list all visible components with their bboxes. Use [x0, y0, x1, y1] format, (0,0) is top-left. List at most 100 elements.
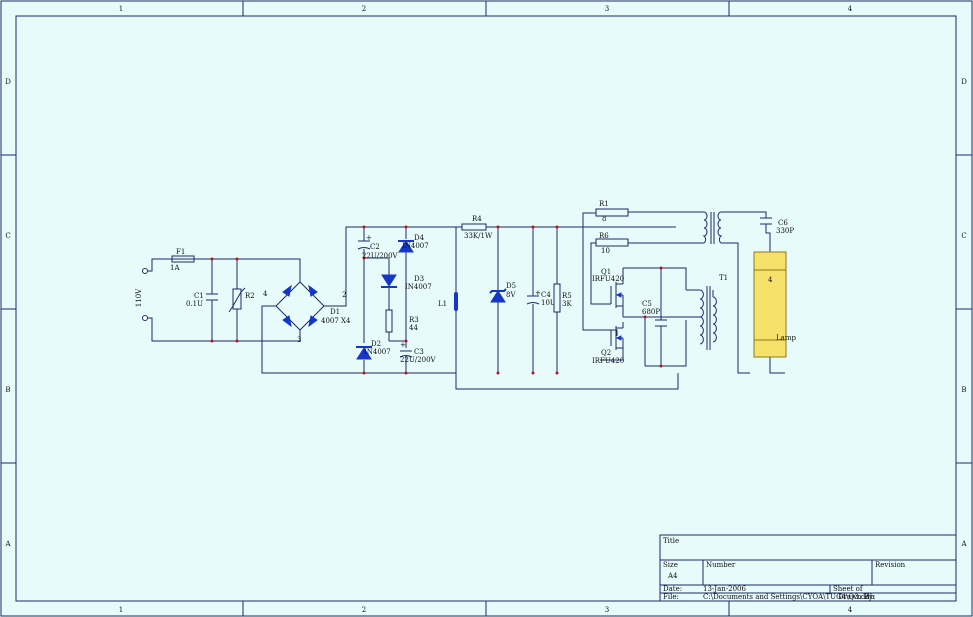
c6-ref: C6 [778, 219, 788, 227]
lamp-pin: 4 [768, 276, 773, 284]
capacitor-c5 [655, 319, 667, 327]
capacitor-c4 [526, 295, 540, 305]
diode-d4 [398, 240, 414, 253]
diode-d2 [356, 346, 372, 360]
c2-value: 22U/200V [362, 252, 399, 260]
input-terminals [142, 268, 148, 321]
r4-ref: R4 [472, 215, 482, 223]
zone-col-4-bottom: 4 [848, 606, 853, 614]
r1-value: 8 [602, 215, 606, 223]
junctions [210, 225, 663, 375]
d2-value: IN4007 [364, 348, 391, 356]
capacitor-c6 [760, 217, 772, 228]
c2-ref: C2 [370, 243, 380, 251]
bridge-pin-bottom: 3 [297, 336, 301, 344]
resistor-r6 [595, 238, 629, 247]
zone-col-3-top: 3 [605, 5, 609, 13]
c2-plus: + [366, 234, 372, 242]
resistor-r3 [385, 309, 393, 333]
bridge-rectifier-d1 [275, 281, 325, 331]
bridge-pin-right: 2 [342, 291, 346, 299]
r4-value: 33K/1W [464, 232, 493, 240]
file-label: File: [663, 593, 679, 601]
zone-col-3-bottom: 3 [605, 606, 609, 614]
date-label: Date: [663, 585, 682, 593]
capacitor-c2 [357, 240, 371, 250]
q2-value: IRFU420 [592, 357, 624, 365]
fuse-f1 [171, 255, 195, 263]
c3-value: 22U/200V [400, 356, 437, 364]
l1-ref: L1 [438, 300, 447, 308]
zone-row-a-left: A [4, 540, 11, 548]
varistor-r2 [228, 287, 246, 313]
r5-value: 3K [562, 300, 572, 308]
resistor-r5 [553, 283, 561, 313]
diode-d3 [381, 274, 397, 288]
d4-value: IN4007 [402, 242, 429, 250]
c1-value: 0.1U [186, 300, 203, 308]
zone-row-c-left: C [5, 232, 10, 240]
mosfet-q2 [610, 322, 624, 350]
c6-value: 330P [776, 227, 794, 235]
r3-value: 44 [409, 324, 418, 332]
q2-ref: Q2 [601, 349, 611, 357]
q1-ref: Q1 [601, 268, 611, 276]
size-label: Size [663, 561, 678, 569]
inductor-l1 [454, 292, 458, 311]
revision-label: Revision [875, 561, 906, 569]
zone-row-b-right: B [961, 386, 966, 394]
d2-ref: D2 [371, 340, 381, 348]
f1-ref: F1 [176, 248, 185, 256]
zone-row-a-right: A [960, 540, 967, 548]
q1-value: IRFU420 [592, 275, 624, 283]
f1-value: 1A [170, 264, 180, 272]
file-value: C:\Documents and Settings\CYOA\TUG4\Q3.d… [703, 593, 875, 601]
title-label: Title [663, 537, 679, 545]
d4-ref: D4 [414, 234, 425, 242]
c3-plus: + [400, 341, 406, 349]
zone-col-4-top: 4 [848, 5, 853, 13]
date-value: 13-Jan-2006 [703, 585, 746, 593]
number-label: Number [706, 561, 736, 569]
lamp-ref: Lamp [776, 334, 796, 342]
r1-ref: R1 [599, 200, 609, 208]
capacitor-c1 [206, 291, 218, 303]
d3-ref: D3 [414, 275, 424, 283]
t1-ref: T1 [719, 274, 728, 282]
r5-ref: R5 [562, 292, 572, 300]
zener-d5 [489, 288, 507, 303]
zone-row-c-right: C [961, 232, 966, 240]
sheet-label: Sheet of [833, 585, 864, 593]
lamp-tube [753, 251, 787, 358]
zone-row-d-left: D [5, 78, 11, 86]
zone-col-2-bottom: 2 [362, 606, 366, 614]
c4-value: 10U [541, 299, 556, 307]
r6-ref: R6 [599, 232, 609, 240]
d1-ref: D1 [330, 308, 340, 316]
c1-ref: C1 [194, 292, 204, 300]
r2-ref: R2 [245, 292, 255, 300]
resistor-r1 [595, 208, 629, 217]
c5-value: 680P [642, 308, 660, 316]
d3-value: IN4007 [405, 283, 432, 291]
c5-ref: C5 [642, 300, 652, 308]
mosfet-q1 [610, 278, 624, 308]
zone-col-1-bottom: 1 [119, 606, 123, 614]
r3-ref: R3 [409, 316, 419, 324]
transformer-t1 [699, 211, 723, 350]
zone-col-2-top: 2 [362, 5, 366, 13]
bridge-pin-left: 4 [263, 290, 268, 298]
resistor-r4 [461, 223, 487, 231]
d5-ref: D5 [506, 282, 516, 290]
r6-value: 10 [601, 247, 610, 255]
zone-row-b-left: B [5, 386, 10, 394]
zone-row-d-right: D [961, 78, 967, 86]
size-value: A4 [667, 572, 678, 580]
input-voltage-label: 110V [135, 288, 143, 307]
c3-ref: C3 [414, 348, 424, 356]
drawn-by-label: Drawn By: [838, 593, 875, 601]
zone-col-1-top: 1 [119, 5, 123, 13]
capacitor-c3 [399, 350, 413, 358]
